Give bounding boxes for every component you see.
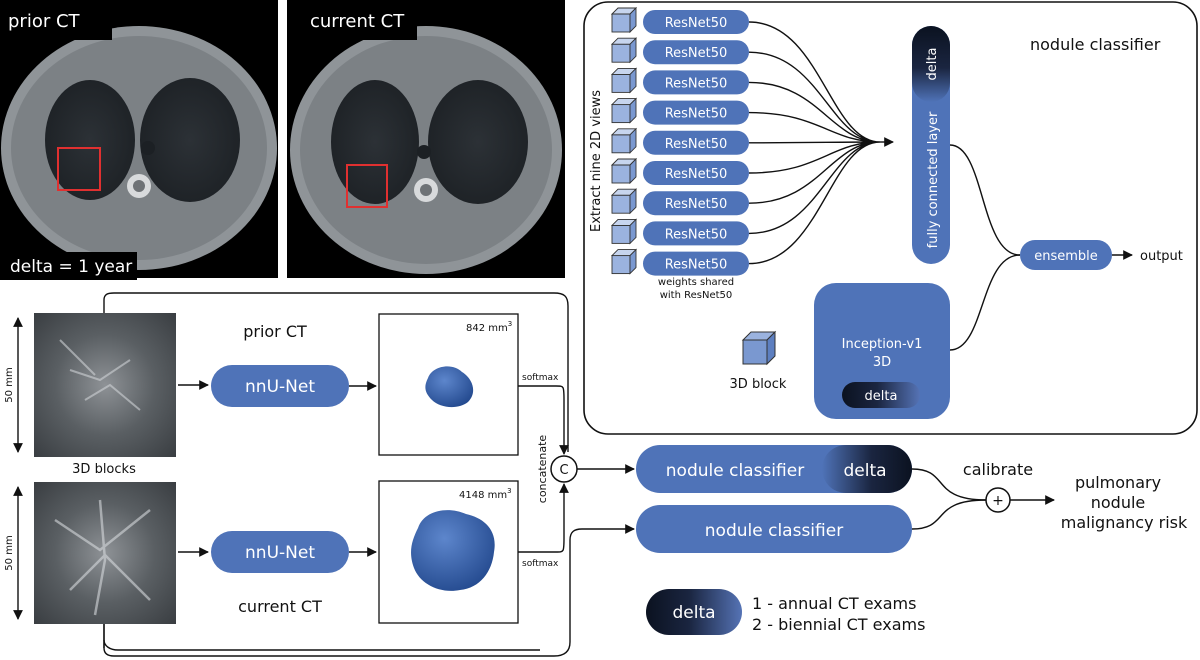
view-cube-icon [610, 218, 638, 245]
view-cube-icon [610, 37, 638, 64]
prior-right-lung [140, 78, 240, 202]
inception-delta-pill [842, 382, 920, 408]
resnet-pill [643, 70, 749, 95]
inception-label-1: Inception-v1 [842, 337, 923, 352]
weights-note-2: with ResNet50 [660, 290, 733, 301]
ensemble-pill [1020, 240, 1112, 270]
resnet-label: ResNet50 [665, 46, 728, 61]
classifier-label-bottom: nodule classifier [705, 521, 843, 541]
prior-roi-box [57, 147, 101, 191]
inception-delta-label: delta [865, 389, 898, 404]
current-ct-label: current CT [238, 597, 322, 616]
views-label: Extract nine 2D views [589, 90, 604, 232]
weights-note-1: weights shared [658, 277, 734, 288]
classifier-delta-segment [822, 445, 912, 493]
nnunet-prior-label: nnU-Net [245, 377, 315, 397]
prior-nodule-mask [425, 366, 474, 408]
prior-ct-title: prior CT [8, 11, 81, 32]
fc-label: fully connected layer [926, 111, 941, 248]
block-label: 3D block [730, 377, 787, 392]
output-label: output [1140, 249, 1183, 264]
resnet-label: ResNet50 [665, 76, 728, 91]
resnet-label: ResNet50 [665, 16, 728, 31]
prior-3d-block [34, 313, 176, 457]
resnet-pill [643, 100, 749, 125]
resnet-pill [643, 191, 749, 216]
view-cube-icon [610, 188, 638, 215]
classifier-box-title: nodule classifier [1030, 35, 1161, 54]
view-cube-icon [610, 157, 638, 185]
resnet-stack: ResNet50ResNet50ResNet50ResNet50ResNet50… [610, 6, 749, 276]
resnet-label: ResNet50 [665, 197, 728, 212]
current-left-lung [331, 80, 419, 204]
prior-ct-label: prior CT [243, 322, 307, 341]
current-ct-title: current CT [310, 11, 405, 32]
nnunet-current-label: nnU-Net [245, 543, 315, 563]
current-nodule-mask [411, 510, 495, 591]
prior-left-lung [45, 80, 135, 200]
inception-label-2: 3D [873, 355, 891, 370]
ensemble-label: ensemble [1034, 249, 1098, 264]
resnet-label: ResNet50 [665, 258, 728, 273]
resnet-label: ResNet50 [665, 137, 728, 152]
sum-symbol: + [992, 493, 1004, 509]
prior-ct-panel: prior CT delta = 1 year [0, 0, 278, 280]
current-volume: 4148 mm3 [459, 487, 512, 501]
classifier-pill [636, 505, 912, 553]
view-cube-icon [610, 97, 638, 124]
resnet-pill [643, 251, 749, 276]
view-cube-icon [610, 6, 638, 34]
risk-label-3: malignancy risk [1061, 513, 1188, 532]
concatenate-label: concatenate [536, 435, 549, 504]
concat-symbol: C [559, 463, 568, 478]
resnet-label: ResNet50 [665, 107, 728, 122]
scale-label-bottom: 50 mm [4, 535, 15, 570]
resnet-pill [643, 10, 749, 34]
view-cube-icon [610, 67, 638, 94]
legend-item-2: 2 - biennial CT exams [752, 615, 925, 634]
resnet-pill [643, 161, 749, 185]
resnet-connectors [748, 21, 881, 265]
cube-icon [741, 330, 777, 366]
view-cube-icon [610, 127, 638, 154]
classifier-delta-label: delta [843, 461, 886, 481]
nodule-classifier-box [583, 1, 1198, 435]
nnunet-prior-pill [211, 365, 349, 407]
legend-item-1: 1 - annual CT exams [752, 594, 916, 613]
resnet-pill [643, 130, 749, 155]
delta-caption: delta = 1 year [10, 257, 132, 277]
blocks-caption: 3D blocks [72, 462, 136, 477]
softmax-label-top: softmax [522, 373, 559, 383]
risk-label-1: pulmonary [1075, 473, 1161, 492]
fc-delta-segment [912, 26, 950, 102]
view-cube-icon [610, 248, 638, 275]
prior-volume: 842 mm3 [466, 320, 512, 334]
legend-delta-pill [646, 589, 742, 635]
legend-delta-label: delta [672, 603, 715, 623]
current-right-lung [428, 80, 528, 204]
fc-delta-label: delta [925, 48, 940, 81]
softmax-label-bottom: softmax [522, 559, 559, 569]
scale-label-top: 50 mm [4, 367, 15, 402]
classifier-label-top: nodule classifier [666, 461, 804, 481]
resnet-pill [643, 40, 749, 65]
resnet-pill [643, 221, 749, 246]
resnet-label: ResNet50 [665, 167, 728, 182]
resnet-label: ResNet50 [665, 227, 728, 242]
current-roi-box [346, 164, 388, 208]
current-ct-panel: current CT [287, 0, 565, 278]
nnunet-current-pill [211, 531, 349, 573]
calibrate-label: calibrate [963, 460, 1033, 479]
risk-label-2: nodule [1091, 493, 1146, 512]
